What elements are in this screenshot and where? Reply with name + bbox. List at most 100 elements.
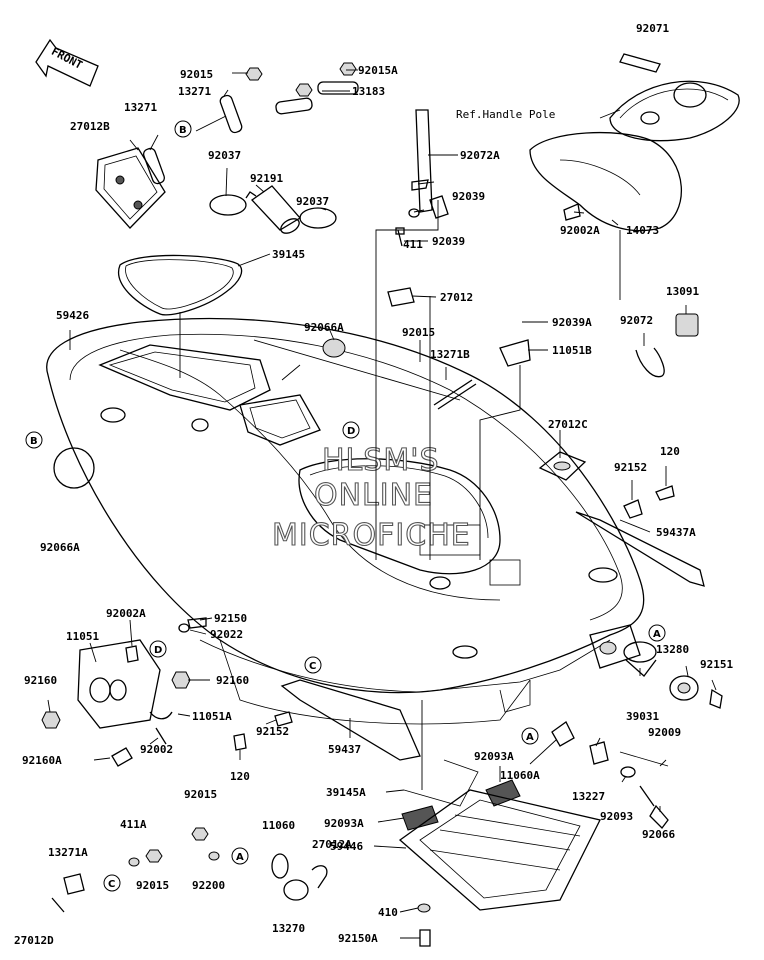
bolt-92150a xyxy=(419,929,431,947)
gasket-11060 xyxy=(271,853,289,879)
part-label: 13183 xyxy=(352,85,385,98)
part-label: 92039 xyxy=(452,190,485,203)
cap-13280 xyxy=(669,675,699,701)
part-label: 92015 xyxy=(184,788,217,801)
part-label: 92015 xyxy=(402,326,435,339)
part-label: 13091 xyxy=(666,285,699,298)
plate-92093a xyxy=(401,779,521,831)
part-label: 13270 xyxy=(272,922,305,935)
part-label: 92200 xyxy=(192,879,225,892)
part-label: 92072 xyxy=(620,314,653,327)
part-label: 11060 xyxy=(262,819,295,832)
clamp-92037 xyxy=(209,191,337,229)
clamp-92072 xyxy=(635,347,665,378)
bracket-11051a xyxy=(149,711,173,745)
part-label: 59446 xyxy=(330,840,363,853)
part-label: 92037 xyxy=(296,195,329,208)
part-label: 13271 xyxy=(178,85,211,98)
callout-a-mid-label: A xyxy=(526,732,534,743)
callout-a-bottom: A xyxy=(231,847,249,865)
pin-13271b xyxy=(433,379,477,410)
strap-92072a xyxy=(415,109,449,219)
part-labels: 92071 92015 92015A 13271 13183 13271 270… xyxy=(14,22,733,947)
nut-92160 xyxy=(41,671,191,729)
part-label: 92015A xyxy=(358,64,398,77)
bolt-92002a-left xyxy=(125,645,139,663)
part-label: 92093 xyxy=(600,810,633,823)
washer-410 xyxy=(417,903,431,913)
part-label: 27012B xyxy=(70,120,110,133)
bolt-92039 xyxy=(395,179,429,247)
plate-11060a xyxy=(551,721,575,747)
rail-59437 xyxy=(280,679,421,761)
part-label: 13227 xyxy=(572,790,605,803)
cap-92066a xyxy=(53,338,346,489)
part-label: 14073 xyxy=(626,224,659,237)
part-label: 92009 xyxy=(648,726,681,739)
callout-d-hull: D xyxy=(342,421,360,439)
part-label: 410 xyxy=(378,906,398,919)
gasket-27012b xyxy=(95,147,166,229)
part-label: 92039A xyxy=(552,316,592,329)
part-label: 59437 xyxy=(328,743,361,756)
cover-14073 xyxy=(529,131,682,232)
part-label: 120 xyxy=(230,770,250,783)
plate-13271a xyxy=(63,873,85,895)
plate-27012 xyxy=(387,287,415,307)
plate-13271 xyxy=(142,94,243,185)
part-label: 92037 xyxy=(208,149,241,162)
part-label: 11051 xyxy=(66,630,99,643)
grill-27012c xyxy=(538,451,587,481)
bracket-11051b xyxy=(499,339,531,367)
part-label: 92150A xyxy=(338,932,378,945)
ref-handle-pole-note: Ref.Handle Pole xyxy=(456,108,555,121)
part-label: 92150 xyxy=(214,612,247,625)
washer-92200 xyxy=(208,851,220,861)
part-label: 92152 xyxy=(256,725,289,738)
part-label: 92066 xyxy=(642,828,675,841)
spacer-92152-left xyxy=(274,711,293,727)
bolt-92002a xyxy=(563,203,581,221)
washer-92093 xyxy=(620,766,636,778)
part-label: 92002 xyxy=(140,743,173,756)
part-label: 92151 xyxy=(700,658,733,671)
clip-13091 xyxy=(675,313,699,337)
callouts: B B D A C D A A xyxy=(25,120,666,892)
part-label: 92160A xyxy=(22,754,62,767)
bolt-120-left xyxy=(233,733,247,751)
nut-92015-bottom xyxy=(145,827,209,863)
spacer-92152-right xyxy=(623,499,643,519)
part-label: 92039 xyxy=(432,235,465,248)
part-label: 92093A xyxy=(324,817,364,830)
callout-d-hull-label: D xyxy=(347,426,355,437)
part-label: 13271B xyxy=(430,348,470,361)
watermark-line-2: ONLINE xyxy=(314,478,433,513)
part-label: 13271 xyxy=(124,101,157,114)
leader-lines xyxy=(47,69,717,939)
callout-a-right-label: A xyxy=(653,629,661,640)
callout-a-bottom-label: A xyxy=(236,852,244,863)
part-label: 27012A xyxy=(312,838,352,851)
pin-27012d xyxy=(51,897,65,913)
front-arrow: FRONT xyxy=(35,38,99,87)
cable-39145a xyxy=(403,759,479,807)
part-label: 11060A xyxy=(500,769,540,782)
callout-b-left-label: B xyxy=(30,436,38,447)
nut-92015 xyxy=(245,62,357,97)
part-label: 27012C xyxy=(548,418,588,431)
callout-c-bottom: C xyxy=(103,874,121,892)
washer-411a xyxy=(128,857,140,867)
clip-27012a xyxy=(311,865,328,889)
watermark: HLSM'S ONLINE MICROFICHE xyxy=(271,442,470,553)
callout-a-right: A xyxy=(648,624,666,642)
part-label: 92066A xyxy=(40,541,80,554)
part-label: 13280 xyxy=(656,643,689,656)
callout-c-hull: C xyxy=(304,656,322,674)
rail-59437a xyxy=(575,511,705,587)
part-label: 92015 xyxy=(136,879,169,892)
part-label: 92072A xyxy=(460,149,500,162)
part-label: 11051A xyxy=(192,710,232,723)
part-label: 92022 xyxy=(210,628,243,641)
